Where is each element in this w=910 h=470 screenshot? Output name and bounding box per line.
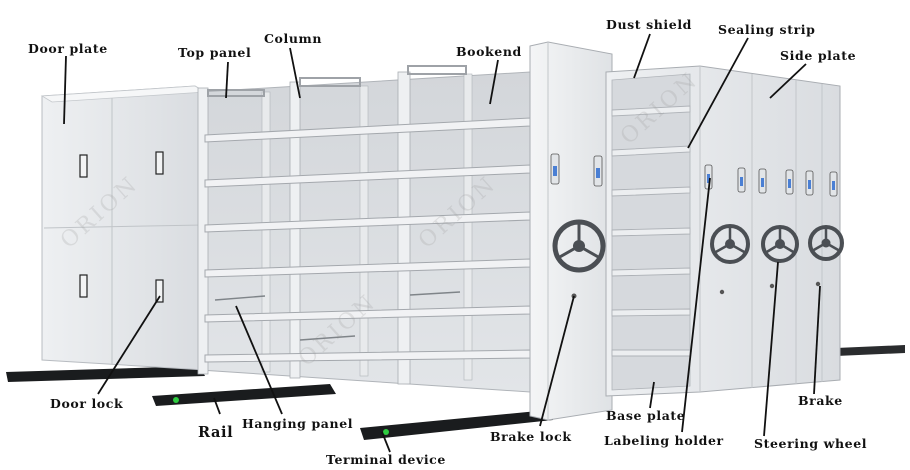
right-cabinets bbox=[605, 65, 844, 397]
label-brake: Brake bbox=[798, 393, 843, 408]
label-sealing-strip: Sealing strip bbox=[718, 22, 816, 37]
front-side-plate bbox=[529, 41, 613, 421]
label-rail: Rail bbox=[198, 424, 234, 441]
label-hanging-panel: Hanging panel bbox=[242, 416, 354, 431]
label-labeling-holder: Labeling holder bbox=[604, 433, 724, 448]
label-column: Column bbox=[264, 31, 323, 46]
leader-lines bbox=[63, 33, 821, 453]
label-top-panel: Top panel bbox=[178, 45, 252, 60]
label-side-plate: Side plate bbox=[780, 48, 857, 63]
open-shelving bbox=[197, 65, 531, 393]
label-steering-wheel: Steering wheel bbox=[754, 436, 868, 451]
door-cabinet bbox=[40, 85, 207, 371]
label-dust-shield: Dust shield bbox=[606, 17, 693, 32]
label-door-lock: Door lock bbox=[50, 396, 124, 411]
label-door-plate: Door plate bbox=[28, 41, 108, 56]
label-brake-lock: Brake lock bbox=[490, 429, 572, 444]
label-base-plate: Base plate bbox=[606, 408, 686, 423]
label-terminal-device: Terminal device bbox=[326, 452, 446, 467]
label-bookend: Bookend bbox=[456, 44, 522, 59]
steering-wheel-front bbox=[552, 219, 606, 273]
